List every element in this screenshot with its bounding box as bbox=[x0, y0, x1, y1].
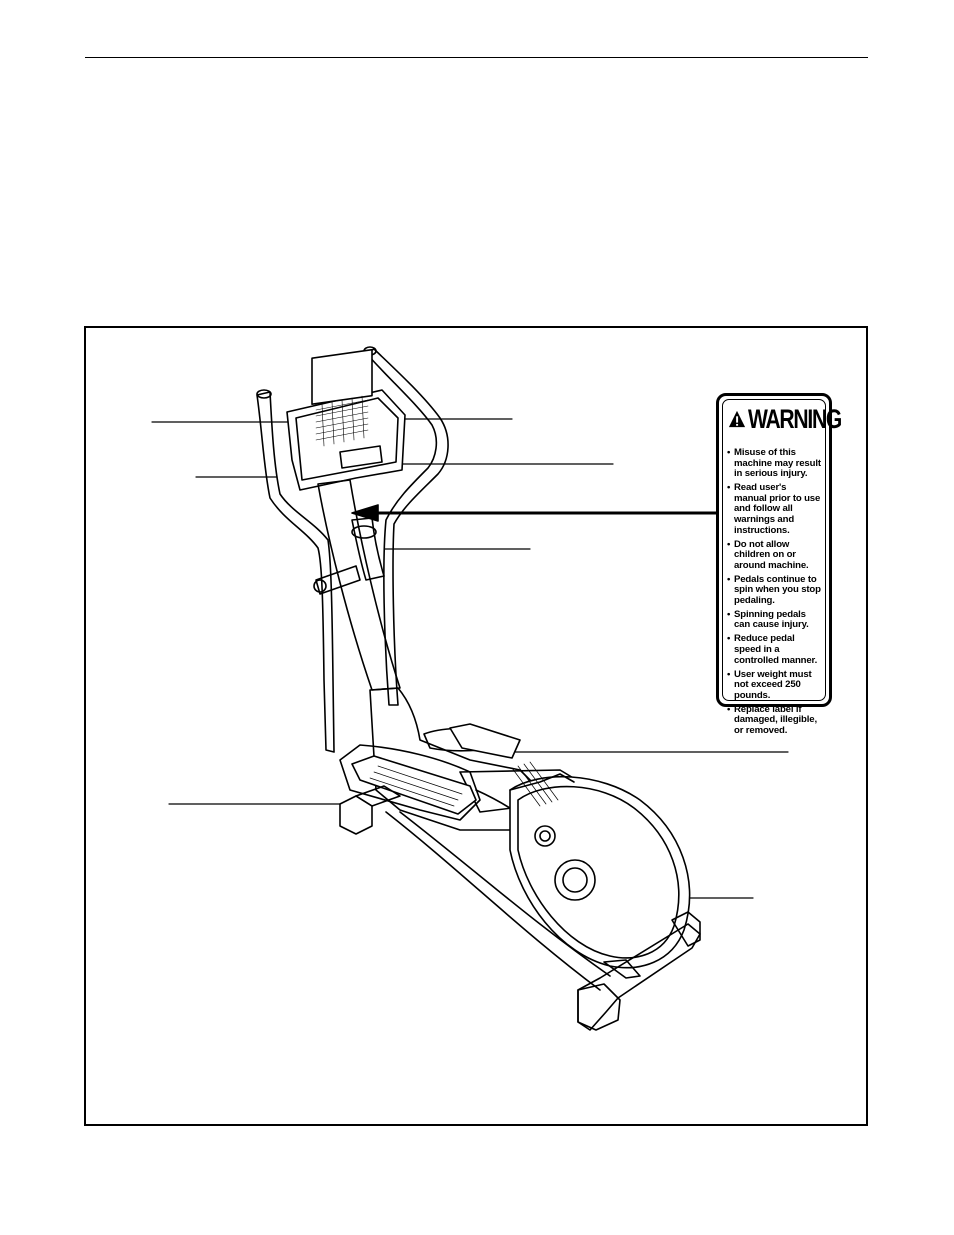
warning-item: Spinning pedals can cause injury. bbox=[727, 609, 821, 631]
rear-stabilizer bbox=[577, 911, 701, 1031]
warning-header: WARNING bbox=[728, 404, 842, 434]
warning-triangle-icon bbox=[728, 410, 746, 428]
right-pedal bbox=[449, 723, 521, 759]
label-arrow bbox=[351, 504, 718, 522]
console bbox=[286, 348, 406, 491]
front-stabilizer bbox=[339, 785, 401, 835]
figure-frame bbox=[84, 326, 868, 1126]
warning-item: Reduce pedal speed in a controlled manne… bbox=[727, 634, 821, 666]
header-rule bbox=[85, 57, 868, 58]
warning-label-inner: WARNING Misuse of this machine may resul… bbox=[722, 399, 842, 736]
warning-item: Misuse of this machine may result in ser… bbox=[727, 447, 821, 480]
warning-label: WARNING Misuse of this machine may resul… bbox=[716, 393, 842, 736]
upright-post bbox=[313, 479, 401, 691]
warning-item: User weight must not exceed 250 pounds. bbox=[727, 669, 821, 702]
warning-title: WARNING bbox=[748, 404, 842, 434]
warning-item: Replace label if damaged, illegible, or … bbox=[727, 704, 821, 737]
warning-item: Pedals continue to spin when you stop pe… bbox=[727, 574, 821, 607]
left-handlebar bbox=[256, 389, 335, 753]
warning-item: Read user's manual prior to use and foll… bbox=[727, 482, 821, 536]
callout-lines bbox=[151, 418, 789, 899]
flywheel-shroud bbox=[509, 761, 691, 969]
warning-list: Misuse of this machine may result in ser… bbox=[727, 447, 821, 737]
left-pedal bbox=[351, 755, 477, 815]
warning-item: Do not allow children on or around machi… bbox=[727, 539, 821, 572]
